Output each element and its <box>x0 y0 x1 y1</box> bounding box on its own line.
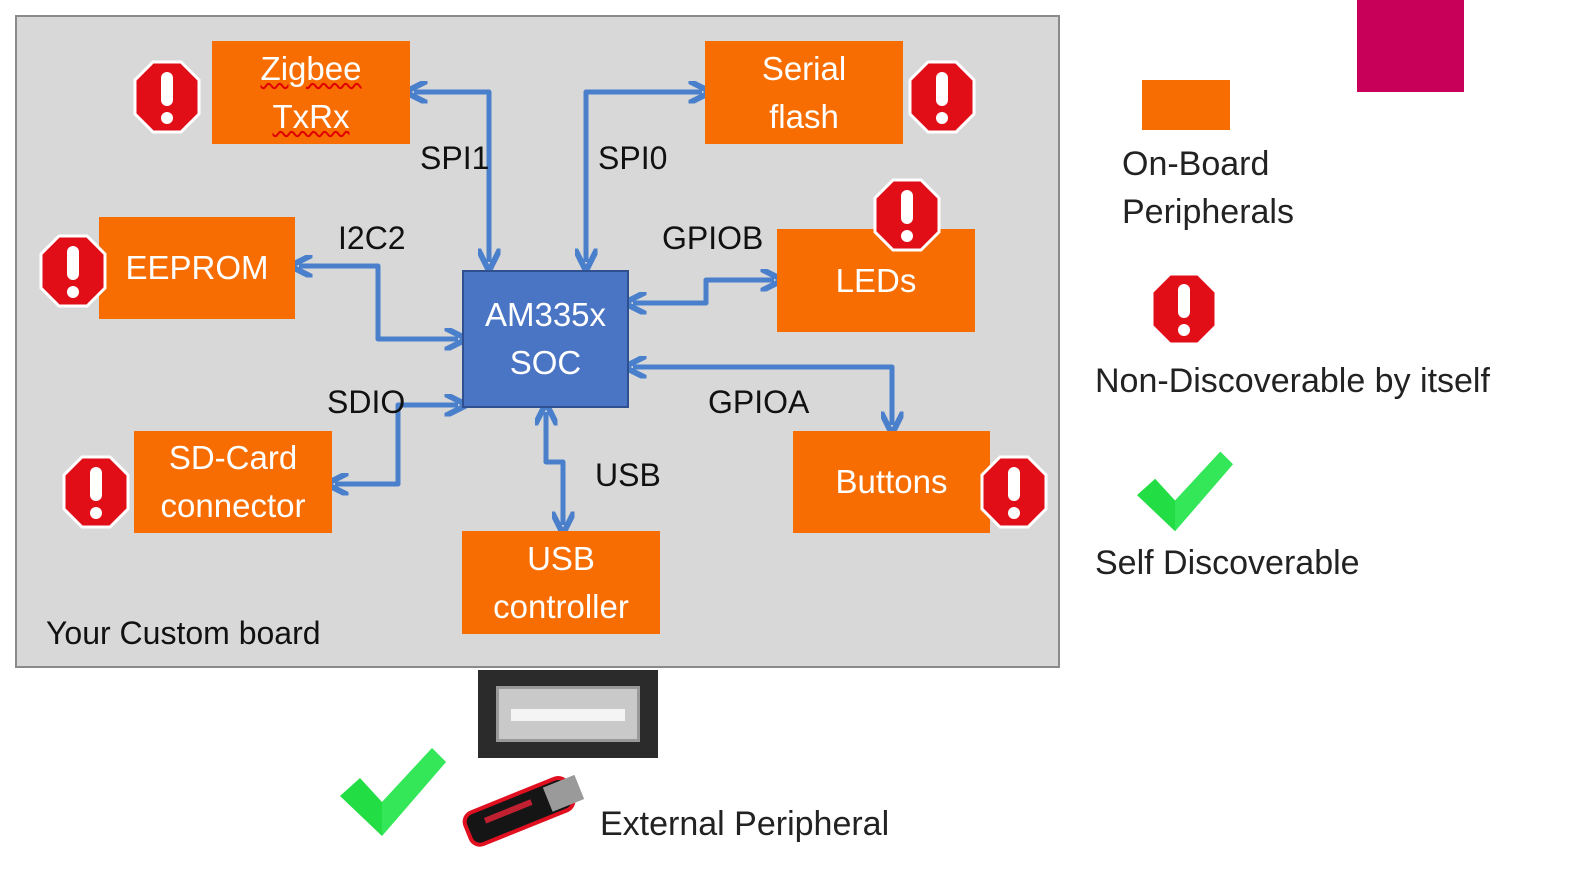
usb-port-socket <box>496 686 640 742</box>
warning-icon-buttons <box>980 455 1048 529</box>
bus-label-sdio: SDIO <box>327 384 406 420</box>
bus-label-gpiob: GPIOB <box>662 220 764 256</box>
corner-accent-block <box>1357 0 1464 92</box>
sdcard-box: SD-Card connector <box>134 431 332 533</box>
gpiob-arrow <box>633 280 774 303</box>
bus-label-i2c2: I2C2 <box>338 220 406 256</box>
board-label: Your Custom board <box>46 615 321 651</box>
soc-label-line1: AM335x <box>484 296 607 333</box>
legend-non-discoverable-label: Non-Discoverable by itself <box>1095 362 1490 400</box>
soc-box: AM335x SOC <box>462 270 629 408</box>
warning-icon-zigbee <box>133 60 201 134</box>
external-peripheral-label: External Peripheral <box>600 805 890 843</box>
serial-flash-label-line2: flash <box>769 97 839 135</box>
spi1-arrow <box>414 92 489 262</box>
legend-onboard-swatch <box>1142 80 1230 130</box>
i2c2-arrow <box>299 266 458 339</box>
usb-flash-drive-icon <box>462 774 585 847</box>
warning-icon-sdcard <box>62 455 130 529</box>
warning-icon-serial-flash <box>908 60 976 134</box>
serial-flash-label-line1: Serial <box>761 49 847 87</box>
soc-label-line2: SOC <box>509 344 582 381</box>
warning-icon-legend <box>1150 272 1218 346</box>
bus-label-usb: USB <box>595 457 661 493</box>
usb-port-image <box>478 670 658 758</box>
zigbee-box: Zigbee TxRx <box>212 41 410 144</box>
bus-label-gpioa: GPIOA <box>708 384 810 420</box>
serial-flash-box: Serial flash <box>705 41 903 144</box>
usb-controller-label-line2: controller <box>493 587 629 625</box>
legend-self-discoverable-label: Self Discoverable <box>1095 544 1360 582</box>
buttons-box: Buttons <box>793 431 990 533</box>
bus-label-spi0: SPI0 <box>598 140 668 176</box>
bus-label-spi1: SPI1 <box>420 140 490 176</box>
check-icon-external <box>340 748 446 836</box>
zigbee-label-line1: Zigbee <box>260 49 362 87</box>
zigbee-label-line2: TxRx <box>272 97 350 135</box>
sdcard-label-line2: connector <box>160 487 306 524</box>
eeprom-label: EEPROM <box>125 249 269 286</box>
leds-label: LEDs <box>835 261 917 299</box>
buttons-label: Buttons <box>835 463 948 500</box>
usb-controller-label-line1: USB <box>527 539 595 577</box>
warning-icon-eeprom <box>39 234 107 308</box>
usb-arrow <box>546 412 563 525</box>
eeprom-box: EEPROM <box>99 217 295 319</box>
sdio-arrow <box>335 405 458 484</box>
gpioa-arrow <box>633 367 892 425</box>
warning-icon-leds <box>873 178 941 252</box>
usb-controller-box: USB controller <box>462 531 660 634</box>
sdcard-label-line1: SD-Card <box>168 439 298 476</box>
check-icon-legend <box>1137 451 1233 532</box>
legend-onboard-label-line2: Peripherals <box>1122 193 1294 231</box>
leds-box: LEDs <box>777 229 975 332</box>
spi0-arrow <box>586 92 702 262</box>
legend-onboard-label-line1: On-Board <box>1122 145 1270 183</box>
usb-port-slot <box>511 709 625 721</box>
